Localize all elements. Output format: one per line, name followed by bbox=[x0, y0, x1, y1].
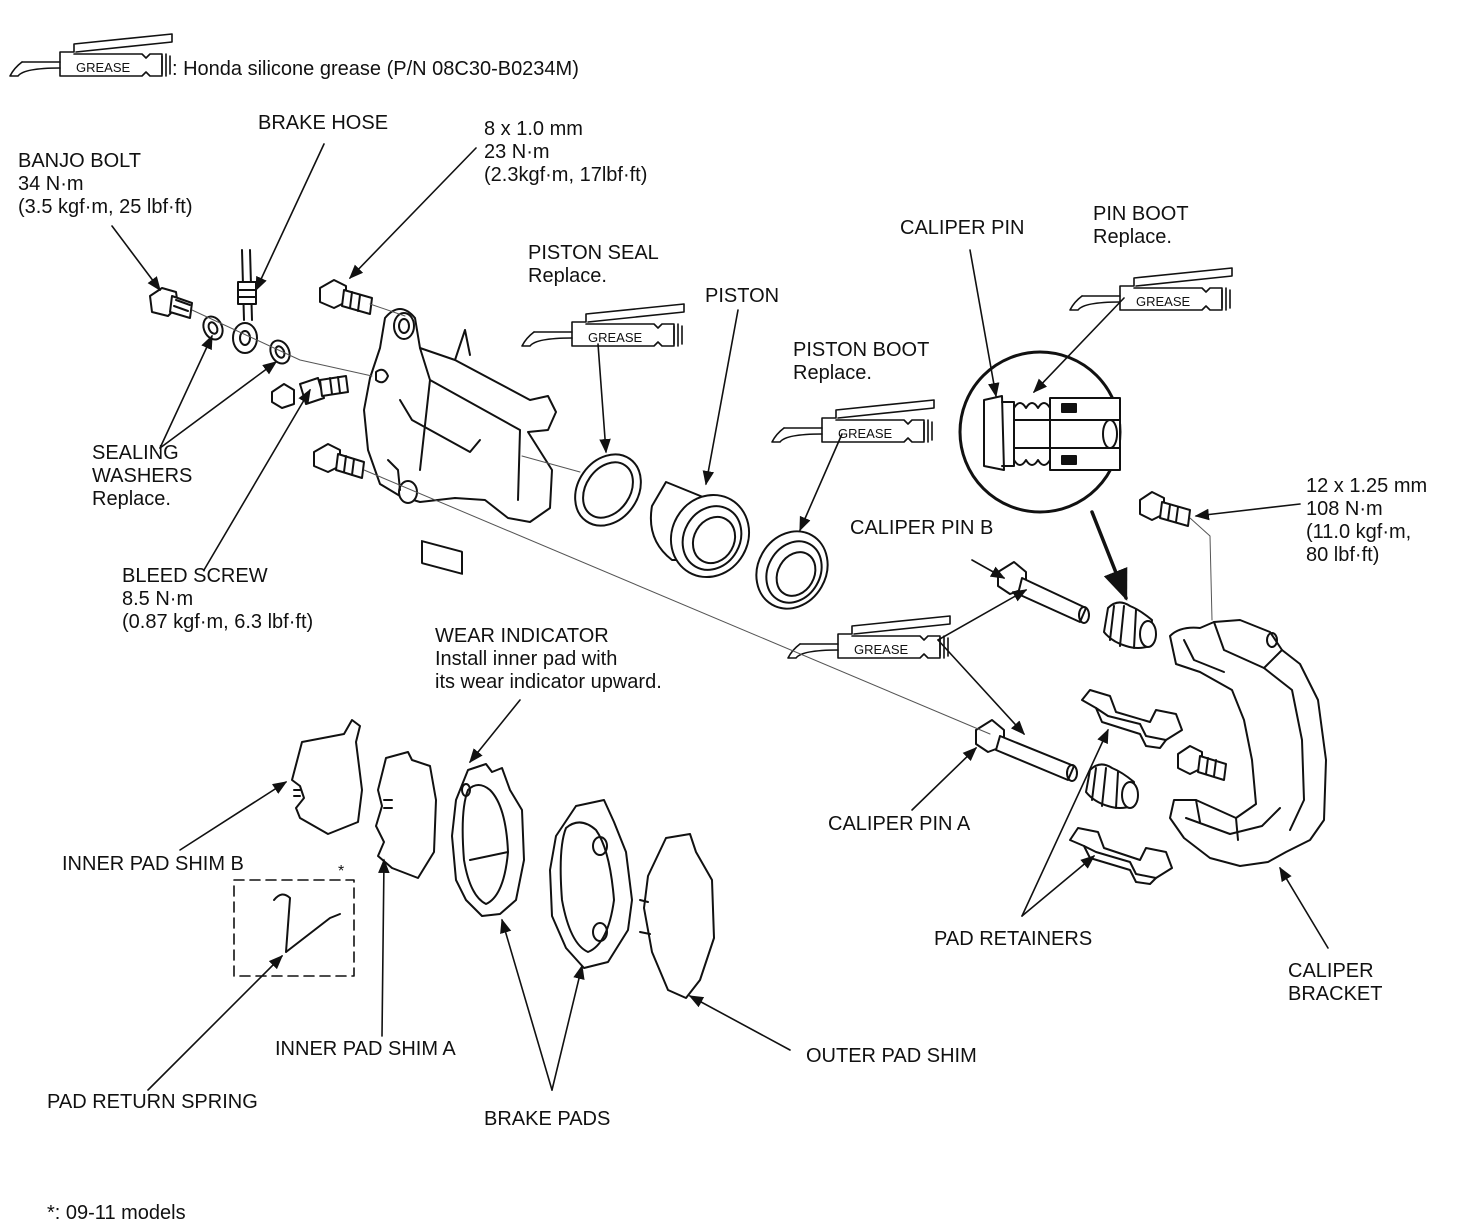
piston-boot-part bbox=[755, 530, 829, 610]
outer-pad-shim-part bbox=[639, 833, 715, 999]
grease-icon-text-caliper-pins: GREASE bbox=[854, 642, 909, 657]
banjo-bolt-part bbox=[149, 287, 193, 319]
outer-brake-pad-part bbox=[549, 799, 633, 969]
label-caliper-pin-a: CALIPER PIN A bbox=[828, 813, 971, 835]
bracket-bolt-upper bbox=[1139, 491, 1191, 527]
inner-brake-pad-part bbox=[451, 763, 525, 917]
assembly-guide-lines bbox=[191, 303, 1213, 735]
label-pad-return-spring: PAD RETURN SPRING bbox=[47, 1091, 258, 1113]
caliper-pin-a-part bbox=[975, 719, 1078, 782]
label-piston: PISTON bbox=[705, 285, 780, 307]
caliper-pin-b-part bbox=[997, 561, 1090, 624]
piston-seal-part bbox=[574, 453, 642, 527]
label-caliper-pin: CALIPER PIN bbox=[900, 217, 1025, 239]
grease-icon-text-pin-boot: GREASE bbox=[1136, 294, 1191, 309]
label-pad-retainers: PAD RETAINERS bbox=[934, 928, 1093, 950]
pad-retainer-lower bbox=[1069, 827, 1173, 885]
pad-return-spring-box bbox=[233, 879, 355, 977]
label-asterisk: * bbox=[338, 863, 345, 880]
inner-pad-shim-a-part bbox=[375, 751, 437, 879]
sealing-washer-1 bbox=[202, 315, 224, 341]
bracket-bolt-lower bbox=[1177, 745, 1227, 781]
inner-pad-shim-b-part bbox=[291, 719, 363, 835]
legend-grease-icon-text: GREASE bbox=[76, 60, 131, 75]
label-outer-pad-shim: OUTER PAD SHIM bbox=[806, 1045, 977, 1067]
label-inner-pad-shim-a: INNER PAD SHIM A bbox=[275, 1038, 456, 1060]
caliper-bolt-upper bbox=[319, 279, 373, 315]
pin-boot-b-part bbox=[1103, 601, 1157, 649]
label-caliper-pin-b: CALIPER PIN B bbox=[850, 517, 994, 539]
caliper-bolt-lower bbox=[313, 443, 365, 479]
pad-retainer-upper bbox=[1081, 689, 1183, 749]
piston-part bbox=[649, 481, 751, 579]
bleed-screw-part bbox=[271, 375, 349, 409]
grease-icon-text-piston-boot: GREASE bbox=[838, 426, 893, 441]
caliper-body bbox=[363, 308, 557, 575]
label-brake-pads: BRAKE PADS bbox=[484, 1108, 611, 1130]
label-inner-pad-shim-b: INNER PAD SHIM B bbox=[62, 853, 244, 875]
caliper-bracket-part bbox=[1169, 619, 1327, 867]
legend-text: : Honda silicone grease (P/N 08C30-B0234… bbox=[172, 58, 579, 80]
footnote: *: 09-11 models bbox=[47, 1202, 186, 1224]
leader-lines bbox=[111, 143, 1329, 1091]
sealing-washer-2 bbox=[269, 339, 291, 365]
label-brake-hose: BRAKE HOSE bbox=[258, 112, 389, 134]
brake-hose-part bbox=[232, 249, 258, 354]
caliper-pin-detail bbox=[958, 350, 1122, 514]
pin-boot-a-part bbox=[1085, 763, 1139, 809]
grease-icon-text-piston-seal: GREASE bbox=[588, 330, 643, 345]
